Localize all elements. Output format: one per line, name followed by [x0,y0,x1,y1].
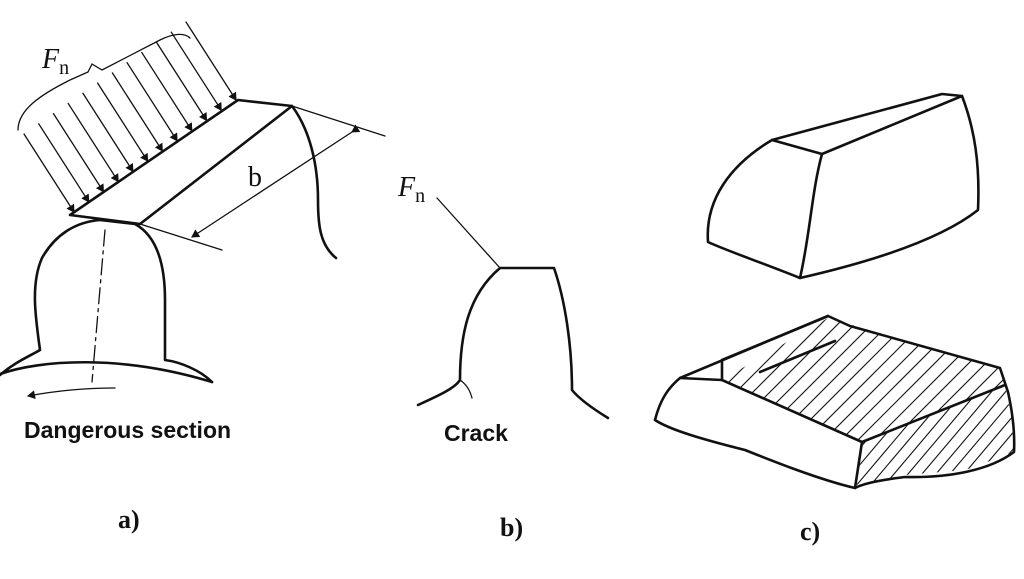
hatch-line [752,318,914,442]
load-arrow [111,72,164,152]
tooth-stub-edge-inner [758,339,837,374]
width-label-b: b [248,162,262,193]
tooth-stub-edge-front [853,440,864,490]
hatch-line [722,318,812,442]
panel-label-c: c) [800,517,820,546]
figure-c-broken-tooth-pieces: c) [653,92,1016,546]
dangerous-section-label: Dangerous section [24,417,231,443]
dim-ext-top [291,105,386,137]
hatch-line [855,385,871,485]
tooth-stub-edge-top [720,378,1007,444]
load-arrow [126,62,178,142]
crack-label: Crack [444,420,508,446]
tooth-b-crack [459,379,473,399]
broken-piece-edge-1 [820,94,964,156]
force-label-b: Fn [397,172,425,207]
broken-piece-edge-2 [770,138,824,280]
load-arrow [23,133,75,213]
hatch-line [983,385,1015,485]
load-arrow [170,31,222,112]
load-arrow [155,41,208,122]
load-arrow [82,92,134,173]
tooth-a-centerline [91,229,106,383]
panel-label-a: a) [118,505,140,534]
force-leader-b [436,197,501,269]
distributed-load-arrows [23,21,237,213]
force-label-a: Fn [41,44,69,79]
hatch-line [722,318,880,442]
load-brace [17,33,191,131]
hatch-line [722,318,761,442]
hatch-line [735,318,897,442]
load-arrow [141,51,193,132]
hatch-line [905,318,1005,442]
hatch-line [885,385,997,485]
tooth-stub-step [678,314,830,382]
load-arrow [38,123,90,203]
load-arrow [96,82,149,162]
broken-piece-outline [706,92,980,280]
hatch-line [855,385,955,485]
hatch-line [871,318,1005,442]
tooth-a-flank-back [290,104,338,260]
load-arrow [185,21,237,101]
load-arrow [67,102,119,183]
figure-b-cracked-tooth: Fn Crack b) [397,172,610,542]
dim-ext-bottom [139,223,223,251]
panel-label-b: b) [500,513,523,542]
hatch-line [722,318,846,442]
hatch-line [837,318,999,442]
tooth-a-root [0,360,214,384]
hatch-line [722,318,863,442]
dim-arrow-b [191,124,361,238]
hatch-line [922,318,1005,442]
figure-a-tooth-with-distributed-load: Fn b Dangerous section a) [0,21,386,534]
rotation-arrow [27,387,116,400]
hatch-line [855,385,927,485]
tooth-a-outline [0,218,214,384]
load-arrow [52,112,105,193]
tooth-b-outline [416,266,610,420]
